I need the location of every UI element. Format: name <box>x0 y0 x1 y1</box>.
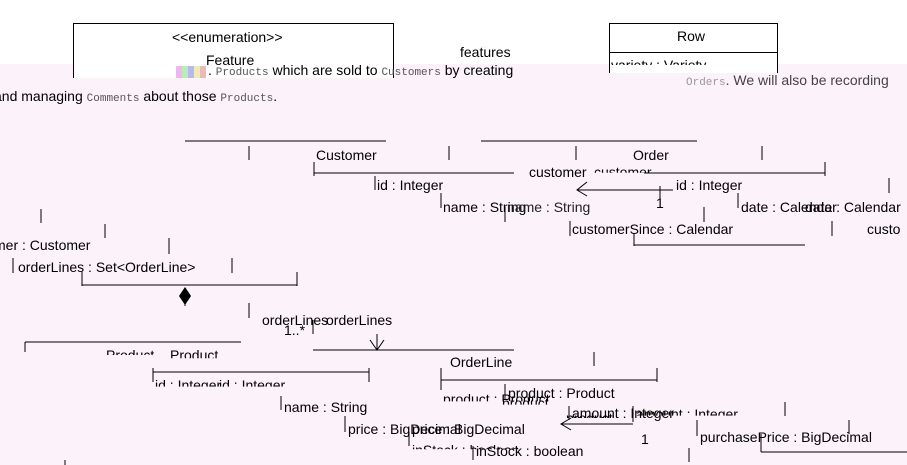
order-attr-date: date : Calendar <box>741 199 837 215</box>
orderline-attr-purchaseprice: purchasePrice : BigDecimal <box>700 429 872 445</box>
row-class-box <box>609 23 778 73</box>
feature-name: Feature <box>206 52 255 68</box>
product-attr-price-echo: price : BigDecimal <box>412 421 525 437</box>
order-attr-date-echo: date : Calendar <box>805 199 901 215</box>
intro-orders-code: Orders <box>686 77 726 89</box>
customer-class-name: Customer <box>316 147 377 163</box>
feature-enum-box <box>73 23 394 78</box>
feature-stereotype: <<enumeration>> <box>172 29 283 45</box>
customer-role-label: customer <box>529 164 587 180</box>
order-attr-id: id : Integer <box>676 177 743 193</box>
orderline-attr-product-echo: product : Product <box>508 385 615 401</box>
intro-products-code-2: Products <box>220 93 274 105</box>
customer-attr-id: id : Integer <box>377 177 444 193</box>
intro-part1: . <box>208 62 216 78</box>
order-attr-orderlines: orderLines : Set<OrderLine> <box>18 259 196 275</box>
order-attr-custo: custo <box>867 221 901 237</box>
product-attr-name: name : String <box>284 399 368 415</box>
intro-customers-code: Customers <box>381 67 441 79</box>
product-attr-instock: inStock : boolean <box>412 442 519 449</box>
intro-part2: which are sold to <box>268 62 382 78</box>
features-label: features <box>460 44 511 60</box>
intro-part3: by creating <box>440 62 514 78</box>
intro-line-1-right: Orders. We will also be recording <box>686 72 889 89</box>
product-class-name: Product <box>106 347 154 355</box>
intro-line2a: and managing <box>0 88 87 104</box>
orderline-class-name: OrderLine <box>450 354 513 370</box>
customer-attr-name-echo: name : String <box>507 199 591 215</box>
intro-products-code: Products <box>215 67 269 79</box>
row-name: Row <box>677 28 706 44</box>
customer-attr-name: name : String <box>443 199 527 215</box>
intro-part4: . We will also be recording <box>725 72 889 88</box>
composition-diamond <box>179 287 191 305</box>
intro-comments-code: Comments <box>86 93 140 105</box>
orderlines-role-label-echo: orderLines <box>326 312 393 328</box>
intro-line-1: . Products which are sold to Customers b… <box>208 62 513 81</box>
product-role-label: product <box>502 395 549 411</box>
glitch-icon <box>176 66 206 78</box>
orderline-attr-amount: amount : Integer <box>572 405 674 421</box>
product-attr-instock-echo: inStock : boolean <box>476 443 584 459</box>
order-class-name: Order <box>633 147 669 163</box>
intro-line2c: . <box>273 88 278 104</box>
customer-mult-label: 1 <box>656 195 664 211</box>
product-attr-price: price : BigDecimal <box>348 421 461 437</box>
product-class-name-echo: Product <box>170 347 219 363</box>
row-attr: variety : Variety <box>611 57 706 65</box>
product-role-label-echo: product <box>566 410 613 418</box>
orderlines-mult-label: 1..* <box>284 322 306 338</box>
order-attr-customer-fragment: mer : Customer <box>0 237 91 253</box>
artifact-band <box>0 64 907 465</box>
row-divider <box>609 52 778 53</box>
orderlines-role-label: orderLines <box>262 312 329 328</box>
product-attr-id-echo: id : Integer <box>219 377 286 393</box>
orderline-attr-amount-echo: amount : Integer <box>636 406 738 422</box>
product-mult-label: 1 <box>641 431 649 447</box>
customer-attr-since: customerSince : Calendar <box>572 221 734 237</box>
intro-line-2: and managing Comments about those Produc… <box>0 88 277 107</box>
intro-line2b: about those <box>139 88 221 104</box>
product-attr-id: id : Integer <box>155 377 222 393</box>
customer-role-label-echo: customer <box>594 164 652 180</box>
orderline-attr-product: product : Product <box>443 391 550 407</box>
